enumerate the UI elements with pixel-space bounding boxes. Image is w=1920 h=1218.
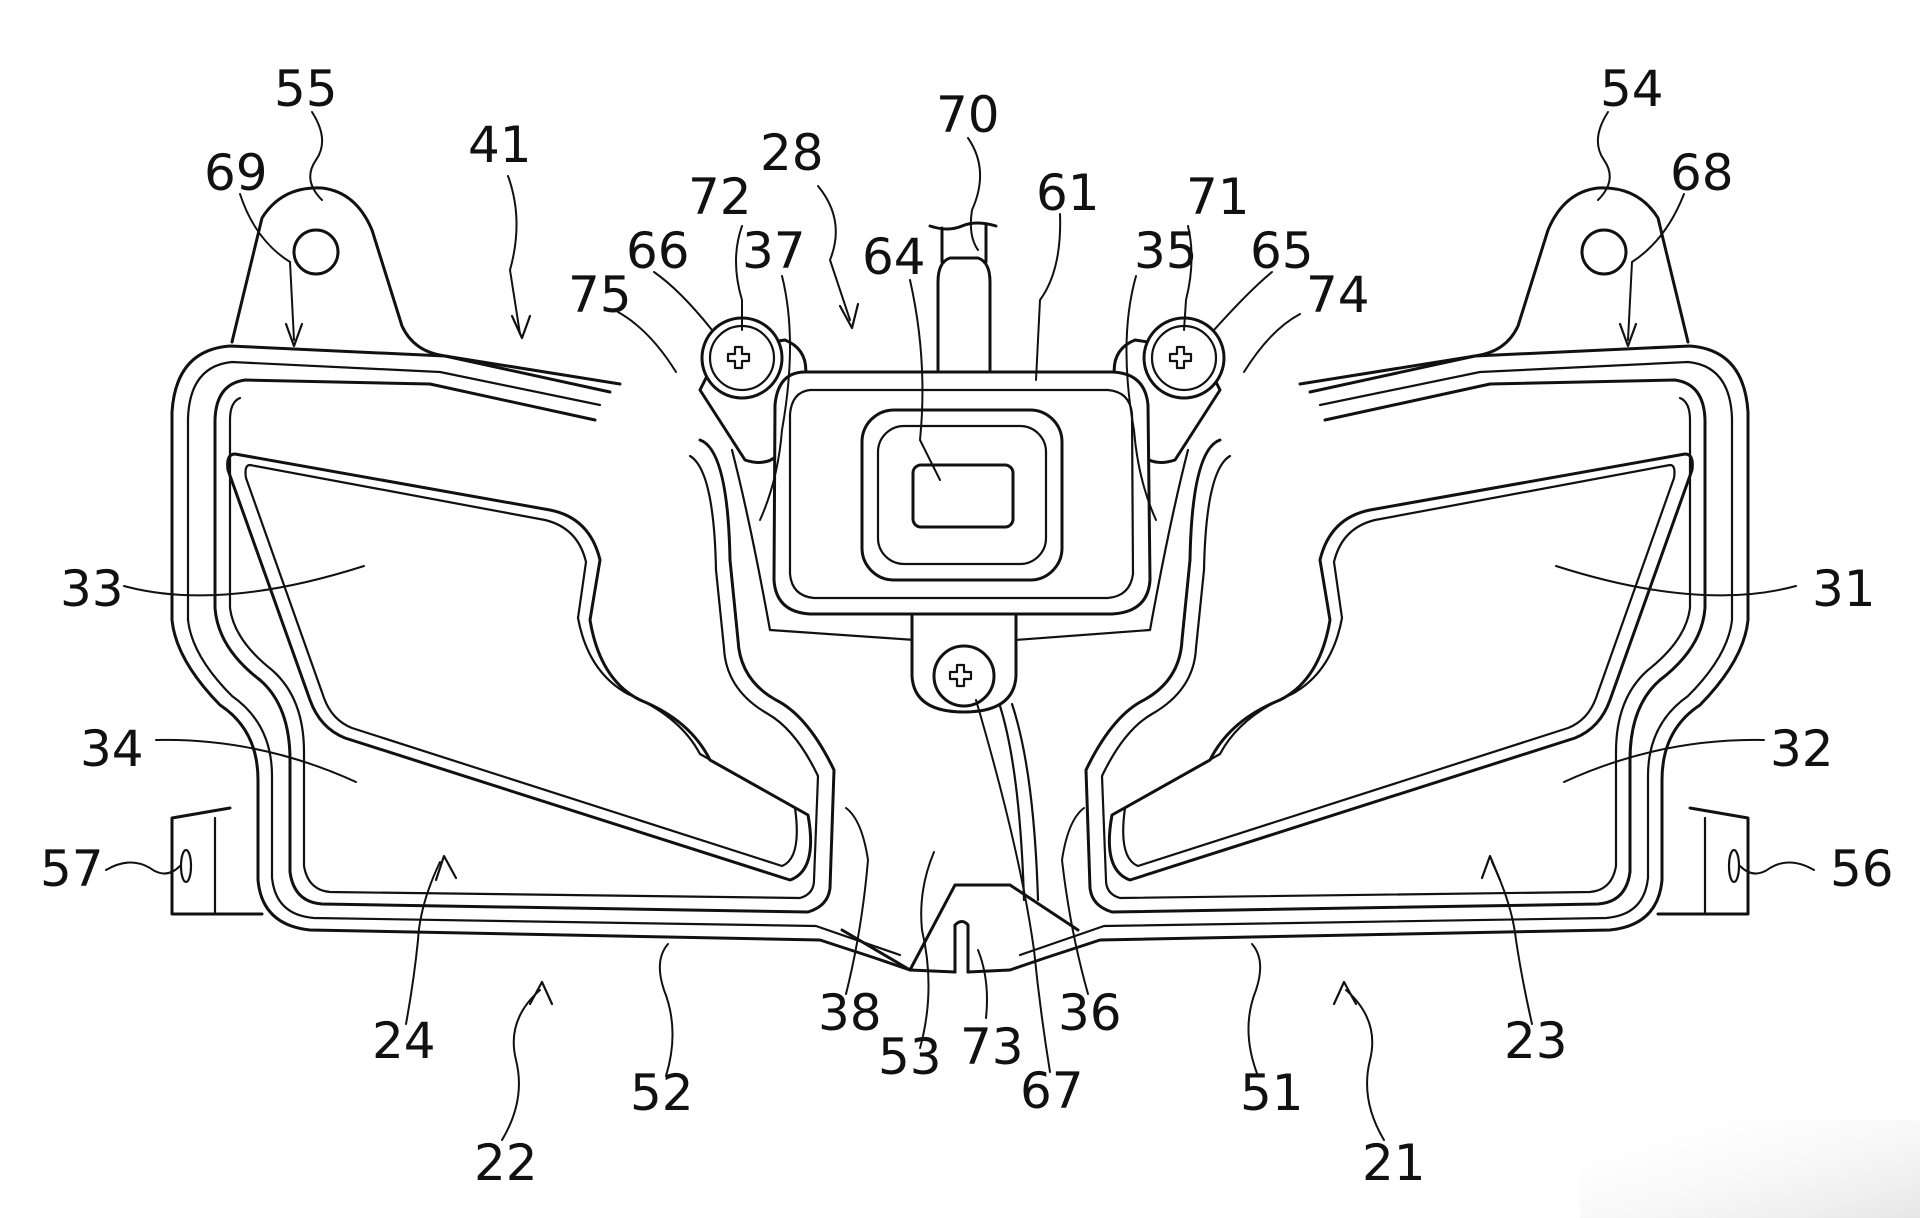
label-28: 28 xyxy=(760,124,824,182)
right-housing-inner-2 xyxy=(1102,398,1690,898)
label-37: 37 xyxy=(742,222,806,280)
arrow-22 xyxy=(530,982,552,1004)
left-lens-outer xyxy=(228,454,811,880)
label-65: 65 xyxy=(1250,222,1314,280)
leader-73 xyxy=(978,950,987,1018)
center-module-body xyxy=(774,372,1150,614)
leader-36 xyxy=(1062,808,1088,994)
leader-33 xyxy=(124,566,364,595)
label-54: 54 xyxy=(1600,60,1664,118)
label-75: 75 xyxy=(568,266,632,324)
label-22: 22 xyxy=(474,1134,538,1192)
leader-74 xyxy=(1244,314,1300,372)
label-55: 55 xyxy=(274,60,338,118)
right-mount-hole xyxy=(1582,230,1626,274)
label-33: 33 xyxy=(60,560,124,618)
label-57: 57 xyxy=(40,840,104,898)
label-34: 34 xyxy=(80,720,144,778)
label-35: 35 xyxy=(1134,222,1198,280)
label-41: 41 xyxy=(468,116,532,174)
lower-screw-tab xyxy=(912,614,1016,712)
label-67: 67 xyxy=(1020,1062,1084,1120)
label-66: 66 xyxy=(626,222,690,280)
left-side-slot xyxy=(181,850,191,882)
label-56: 56 xyxy=(1830,840,1894,898)
right-side-slot xyxy=(1729,850,1739,882)
leader-52 xyxy=(660,944,673,1076)
connector-70-break xyxy=(930,223,996,262)
label-52: 52 xyxy=(630,1064,694,1122)
label-73: 73 xyxy=(960,1018,1024,1076)
label-71: 71 xyxy=(1186,168,1250,226)
label-68: 68 xyxy=(1670,144,1734,202)
side-tabs xyxy=(172,808,1748,914)
right-side-tab xyxy=(1658,808,1748,914)
label-23: 23 xyxy=(1504,1012,1568,1070)
left-mount-hole xyxy=(294,230,338,274)
label-69: 69 xyxy=(204,144,268,202)
label-53: 53 xyxy=(878,1028,942,1086)
leader-61 xyxy=(1036,214,1060,380)
label-61: 61 xyxy=(1036,164,1100,222)
label-31: 31 xyxy=(1812,560,1876,618)
label-64: 64 xyxy=(862,228,926,286)
label-21: 21 xyxy=(1362,1134,1426,1192)
leader-65 xyxy=(1214,272,1272,330)
center-lower-edge xyxy=(910,970,1010,972)
leader-22 xyxy=(502,990,540,1140)
arrow-23 xyxy=(1482,856,1500,880)
arrow-24 xyxy=(436,856,456,880)
leader-28 xyxy=(818,186,850,320)
center-slot xyxy=(955,922,968,973)
arrow-41 xyxy=(512,316,530,338)
leader-57 xyxy=(106,862,180,873)
label-72: 72 xyxy=(688,168,752,226)
leader-21 xyxy=(1346,990,1384,1140)
leader-41 xyxy=(508,176,520,334)
left-side-tab xyxy=(172,808,262,914)
label-24: 24 xyxy=(372,1012,436,1070)
leader-23 xyxy=(1492,862,1532,1024)
leader-70 xyxy=(968,138,980,250)
center-module xyxy=(774,223,1150,900)
leader-24 xyxy=(406,862,440,1024)
connector-70 xyxy=(938,258,990,372)
right-housing-inner xyxy=(1086,380,1705,912)
label-70: 70 xyxy=(936,86,1000,144)
leader-69 xyxy=(240,194,294,340)
leader-56 xyxy=(1740,862,1814,873)
leader-38 xyxy=(846,808,868,994)
label-74: 74 xyxy=(1306,266,1370,324)
leader-51 xyxy=(1248,944,1260,1076)
right-lens xyxy=(1109,454,1692,880)
label-32: 32 xyxy=(1770,720,1834,778)
left-lens xyxy=(228,454,811,880)
left-housing-inner xyxy=(215,380,834,912)
arrow-21 xyxy=(1334,982,1356,1004)
leader-66 xyxy=(654,272,712,330)
label-36: 36 xyxy=(1058,984,1122,1042)
label-38: 38 xyxy=(818,984,882,1042)
corner-shading xyxy=(1580,1120,1920,1218)
label-51: 51 xyxy=(1240,1064,1304,1122)
right-lens-outer xyxy=(1109,454,1692,880)
left-housing-inner-2 xyxy=(230,398,818,898)
leader-31 xyxy=(1556,566,1796,595)
